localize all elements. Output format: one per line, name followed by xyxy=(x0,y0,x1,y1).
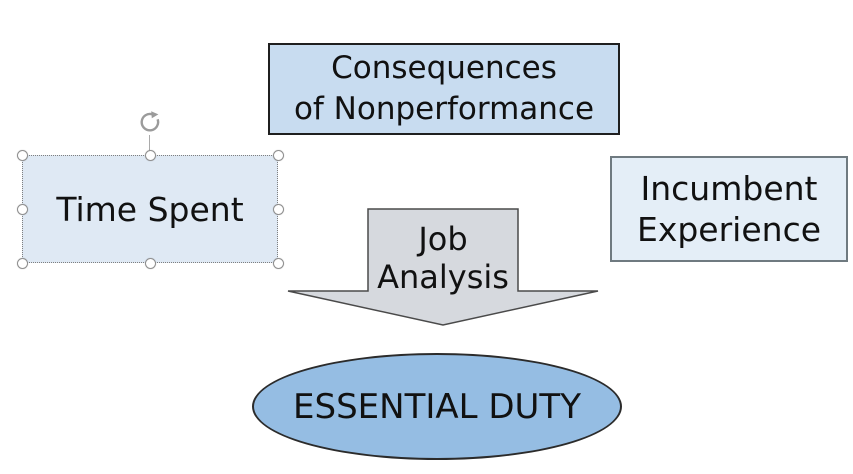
resize-handle-top-left[interactable] xyxy=(16,149,28,161)
consequences-box-label-line1: Consequences xyxy=(331,50,557,86)
incumbent-box-label-line1: Incumbent xyxy=(640,169,818,208)
time-spent-box-label: Time Spent xyxy=(56,189,244,229)
job-analysis-label: Job Analysis xyxy=(363,215,523,300)
resize-handle-bottom-left[interactable] xyxy=(16,257,28,269)
resize-handle-top-right[interactable] xyxy=(272,149,284,161)
consequences-of-nonperformance-box[interactable]: Consequences of Nonperformance xyxy=(268,43,620,135)
resize-handle-bottom-middle[interactable] xyxy=(144,257,156,269)
resize-handle-middle-right[interactable] xyxy=(272,203,284,215)
essential-duty-ellipse[interactable]: ESSENTIAL DUTY xyxy=(252,353,622,460)
down-arrow-polygon[interactable] xyxy=(287,208,599,326)
incumbent-experience-box[interactable]: Incumbent Experience xyxy=(610,156,848,262)
rotate-clockwise-icon xyxy=(140,111,160,132)
rotate-handle-icon[interactable] xyxy=(138,111,162,135)
consequences-box-label-line2: of Nonperformance xyxy=(293,91,595,127)
time-spent-box[interactable]: Time Spent xyxy=(22,155,278,263)
resize-handle-top-middle[interactable] xyxy=(144,149,156,161)
resize-handle-middle-left[interactable] xyxy=(16,203,28,215)
job-analysis-down-arrow-shape xyxy=(287,208,599,326)
essential-duty-label: ESSENTIAL DUTY xyxy=(293,386,581,427)
rotate-handle-stem xyxy=(149,135,150,154)
job-analysis-label-line2: Analysis xyxy=(377,257,509,296)
incumbent-box-label-line2: Experience xyxy=(636,210,822,249)
job-analysis-label-line1: Job xyxy=(418,219,468,258)
resize-handle-bottom-right[interactable] xyxy=(272,257,284,269)
